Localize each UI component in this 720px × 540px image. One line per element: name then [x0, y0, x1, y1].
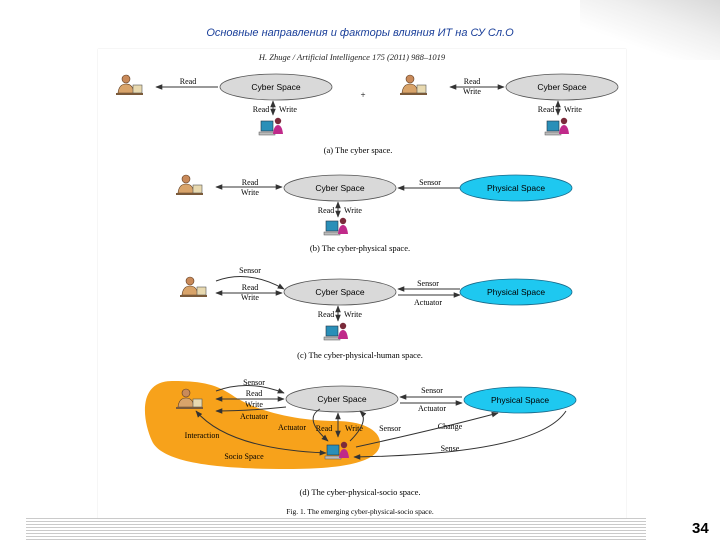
label-sensor: Sensor: [417, 279, 439, 288]
label-write: Write: [279, 105, 297, 114]
panel-a-caption: (a) The cyber space.: [324, 145, 393, 155]
label-read: Read: [242, 178, 258, 187]
human-icon: [399, 74, 428, 96]
label-read: Read: [180, 77, 196, 86]
label-actuator: Actuator: [240, 412, 268, 421]
label-read: Read: [253, 105, 269, 114]
page-number: 34: [692, 520, 709, 537]
cyber-space-node: [285, 385, 399, 413]
cyber-space-label: Cyber Space: [317, 394, 366, 404]
physical-space-label: Physical Space: [487, 287, 545, 297]
slide-title: Основные направления и факторы влияния И…: [206, 27, 514, 39]
cyber-space-node: [283, 174, 397, 202]
label-change: Change: [438, 422, 463, 431]
label-write: Write: [463, 87, 481, 96]
human-icon: [115, 74, 144, 96]
physical-space-node: [459, 278, 573, 306]
label-write: Write: [245, 400, 263, 409]
human-icon: [179, 276, 208, 298]
panel-c-caption: (c) The cyber-physical-human space.: [297, 350, 423, 360]
physical-space-node: [463, 386, 577, 414]
label-read: Read: [538, 105, 554, 114]
label-interaction: Interaction: [185, 431, 220, 440]
panel-a: Read Cyber Space Read Write + Read Write…: [115, 73, 619, 155]
human-icon: [175, 174, 204, 196]
label-write: Write: [241, 188, 259, 197]
label-write: Write: [344, 310, 362, 319]
label-sensor: Sensor: [421, 386, 443, 395]
cyber-space-node: [283, 278, 397, 306]
label-read: Read: [464, 77, 480, 86]
label-sensor: Sensor: [239, 266, 261, 275]
cyber-space-label: Cyber Space: [315, 183, 364, 193]
label-read: Read: [318, 206, 334, 215]
label-write: Write: [345, 424, 363, 433]
footer-stripes: [26, 518, 646, 540]
cyber-space-label: Cyber Space: [251, 82, 300, 92]
label-sensor: Sensor: [419, 178, 441, 187]
panel-b-caption: (b) The cyber-physical space.: [310, 243, 410, 253]
label-actuator: Actuator: [418, 404, 446, 413]
figure-caption: Fig. 1. The emerging cyber-physical-soci…: [286, 507, 434, 516]
label-write: Write: [564, 105, 582, 114]
label-sensor: Sensor: [243, 378, 265, 387]
panel-b: Read Write Cyber Space Sensor Physical S…: [175, 174, 573, 253]
cyber-space-node: [219, 73, 333, 101]
label-sense: Sense: [441, 444, 460, 453]
panel-c: Sensor Read Write Cyber Space Sensor Act…: [179, 266, 573, 360]
cyber-space-label: Cyber Space: [315, 287, 364, 297]
plus-sign: +: [360, 90, 365, 100]
label-write: Write: [241, 293, 259, 302]
label-read: Read: [246, 389, 262, 398]
panel-d-caption: (d) The cyber-physical-socio space.: [300, 487, 421, 497]
cyber-space-label: Cyber Space: [537, 82, 586, 92]
computer-user-icon: [323, 322, 349, 341]
label-actuator: Actuator: [414, 298, 442, 307]
figure-panel: H. Zhuge / Artificial Intelligence 175 (…: [98, 49, 626, 519]
cyber-space-node: [505, 73, 619, 101]
label-sensor: Sensor: [379, 424, 401, 433]
physical-space-node: [459, 174, 573, 202]
panel-d: Sensor Read Write Actuator Cyber Space S…: [144, 378, 577, 497]
label-read: Read: [318, 310, 334, 319]
cyber-physical-socio-diagram: H. Zhuge / Artificial Intelligence 175 (…: [115, 52, 619, 516]
label-socio-space: Socio Space: [224, 452, 264, 461]
label-actuator: Actuator: [278, 423, 306, 432]
computer-user-icon: [258, 117, 284, 136]
label-write: Write: [344, 206, 362, 215]
computer-user-icon: [544, 117, 570, 136]
computer-user-icon: [323, 217, 349, 236]
physical-space-label: Physical Space: [491, 395, 549, 405]
label-read: Read: [242, 283, 258, 292]
figure-header: H. Zhuge / Artificial Intelligence 175 (…: [258, 52, 446, 62]
physical-space-label: Physical Space: [487, 183, 545, 193]
